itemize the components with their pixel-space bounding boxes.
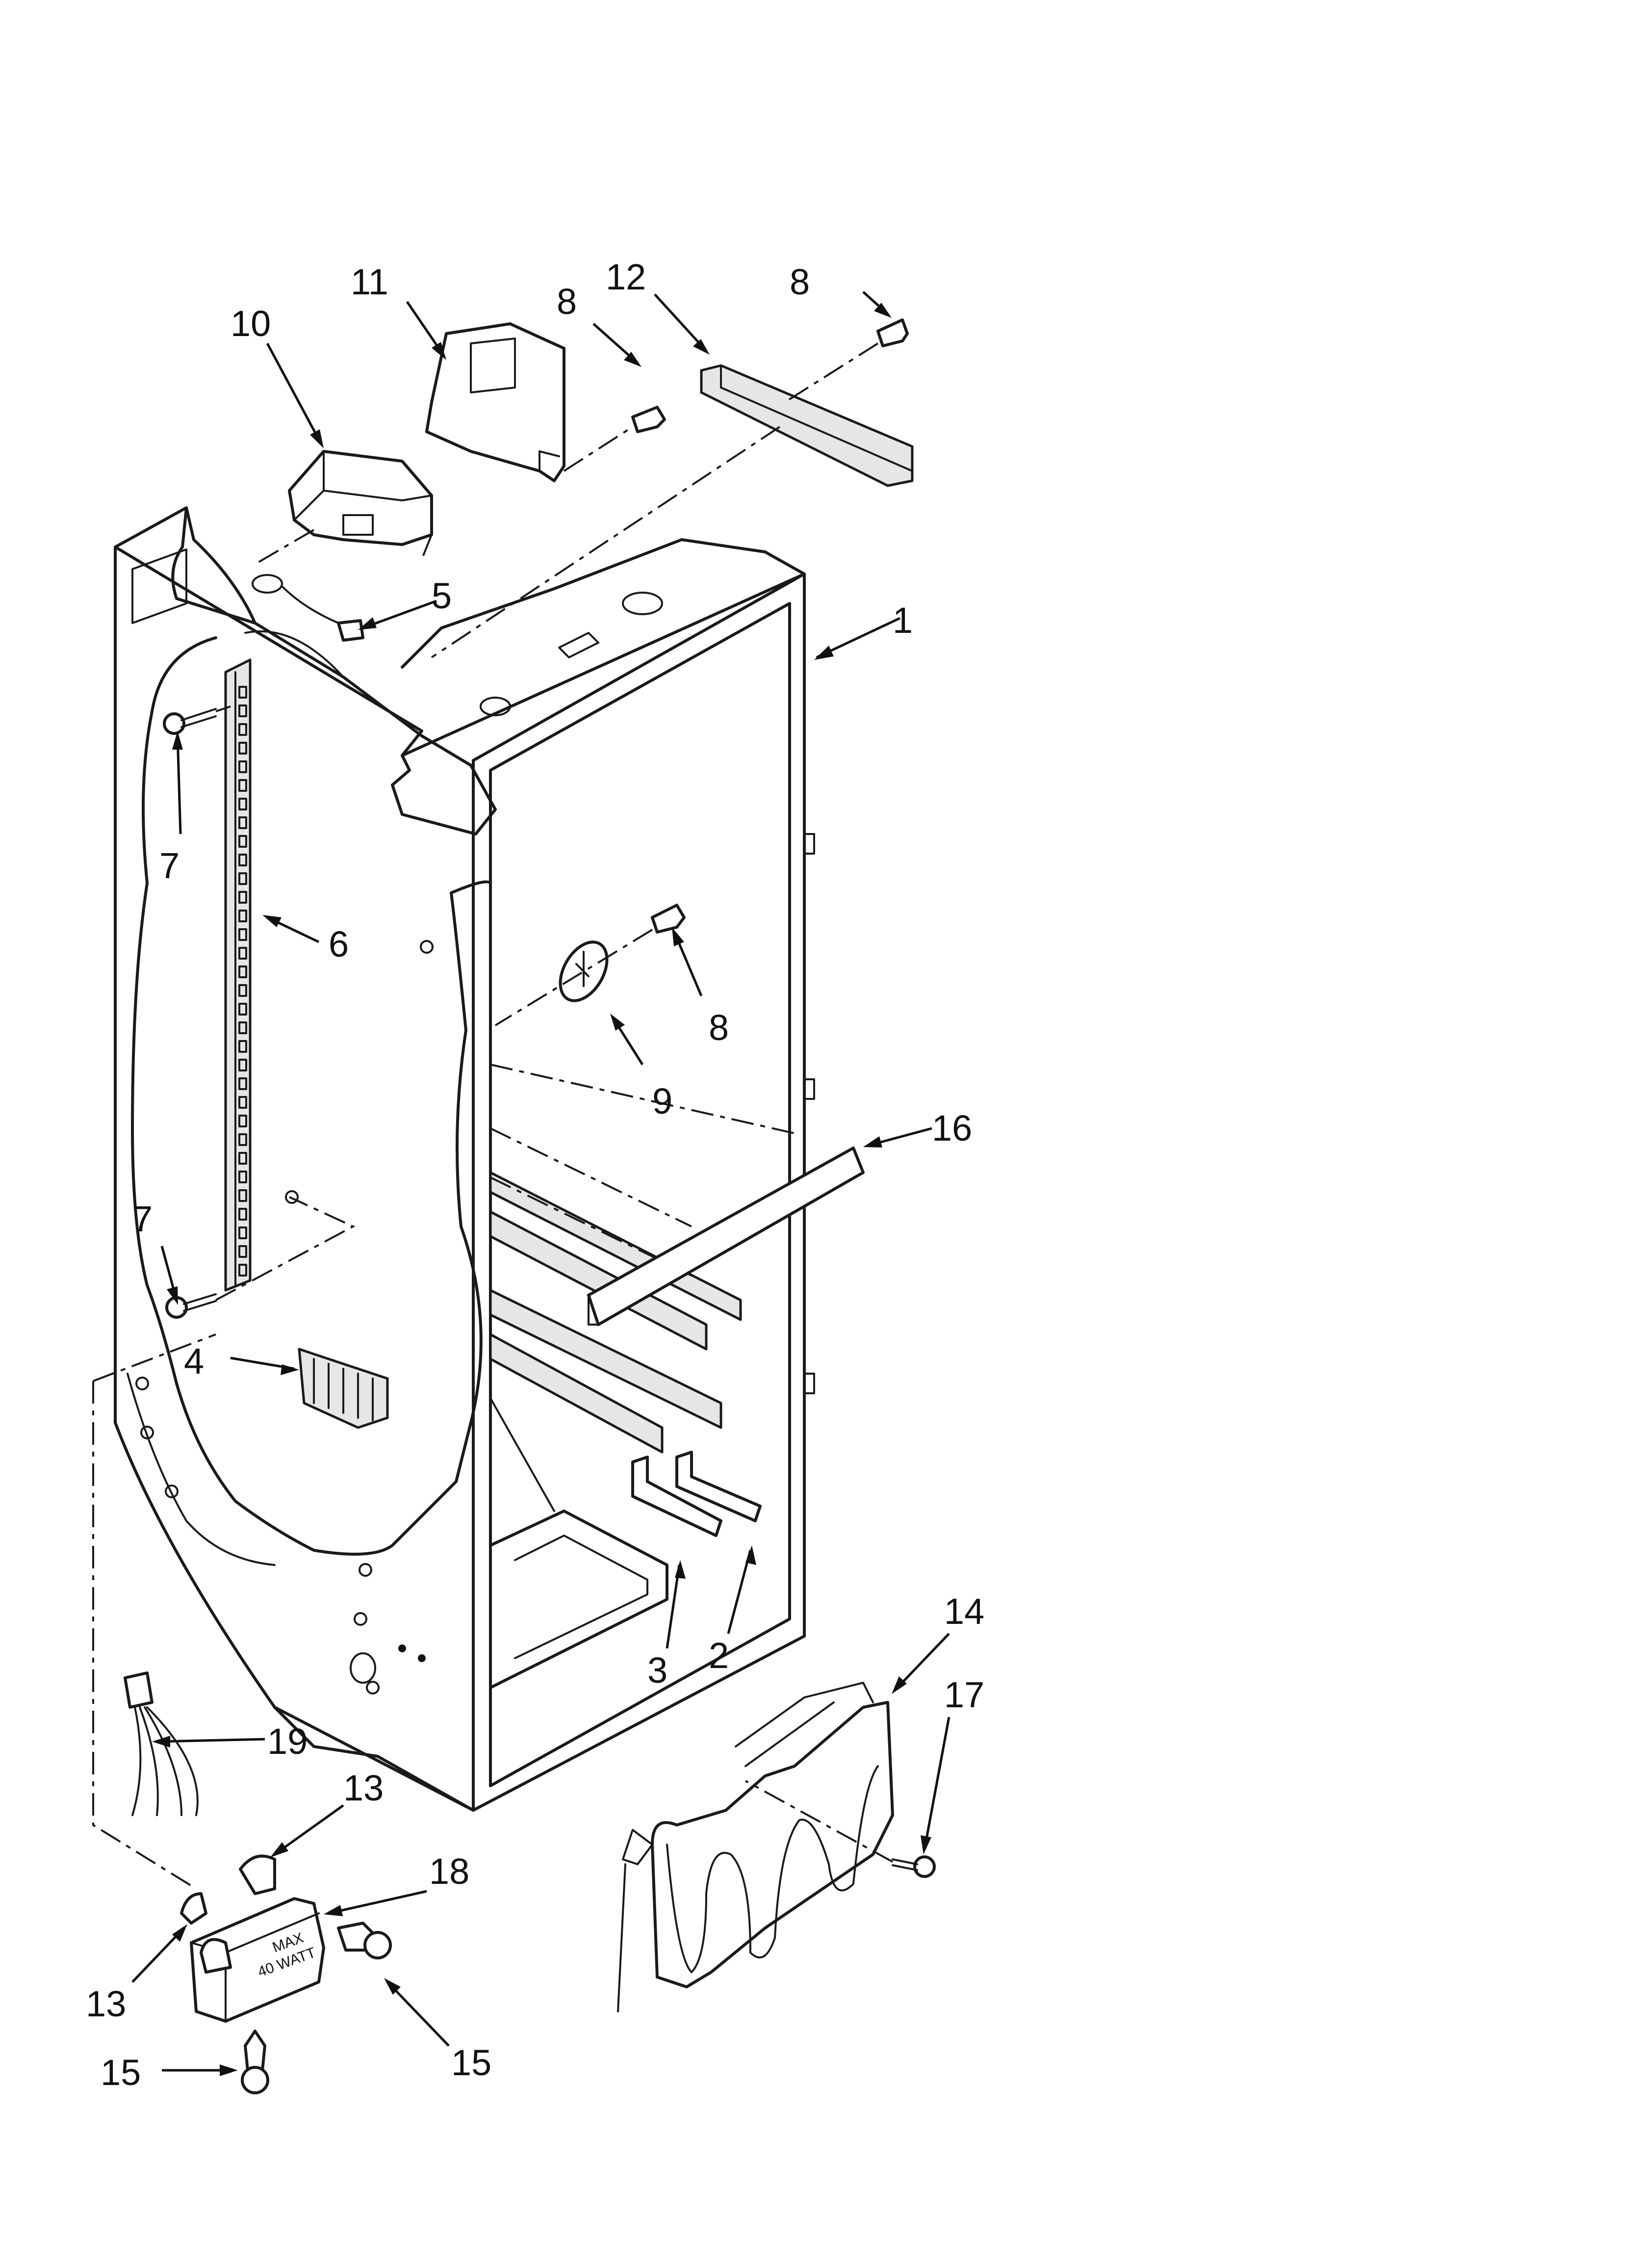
rail-slot	[238, 1189, 247, 1202]
callout-6: 6	[329, 924, 349, 965]
callout-16: 16	[932, 1108, 972, 1148]
callout-14: 14	[944, 1591, 984, 1632]
callout-4: 4	[184, 1341, 204, 1382]
rail-slot	[238, 947, 247, 960]
rail-slot	[238, 779, 247, 792]
callout-11: 11	[351, 261, 388, 302]
bulb-right-15	[337, 1922, 392, 1959]
rail-slot	[238, 723, 247, 736]
callout-15-left: 15	[101, 2052, 141, 2093]
slide-2	[675, 1451, 762, 1522]
rail-slot	[238, 1264, 247, 1277]
rail-slot	[238, 891, 247, 904]
callout-13-lower: 13	[86, 1983, 126, 2024]
rail-slot	[238, 1208, 247, 1221]
rail-slot	[238, 1245, 247, 1258]
clip-upper-13	[239, 1854, 276, 1895]
air-vent-4	[298, 1348, 389, 1429]
trim-strip-12	[700, 364, 914, 487]
callout-8-middle: 8	[709, 1007, 729, 1048]
slide-3	[631, 1456, 722, 1537]
rail-slot	[238, 686, 247, 699]
evaporator-coil-14	[617, 1682, 894, 2012]
rail-slot	[238, 1021, 247, 1034]
rail-slot	[238, 1133, 247, 1146]
rail-slot	[238, 965, 247, 978]
rail-slot	[238, 928, 247, 941]
wire-harness-5	[252, 574, 364, 642]
screw-upper-7	[163, 708, 217, 735]
screw-17	[892, 1855, 936, 1878]
control-knob-9	[559, 940, 609, 1002]
shelf-ladder-rail	[224, 658, 252, 1292]
bulb-lower-15	[241, 2030, 269, 2094]
rail-slot	[238, 835, 247, 848]
callout-10: 10	[231, 303, 271, 344]
control-bracket-11	[425, 322, 565, 482]
leader-lines	[131, 291, 950, 2076]
screw-top-right-8	[876, 318, 909, 347]
callout-7-lower: 7	[132, 1199, 153, 1239]
lamp-socket-18: MAX 40 WATT	[190, 1897, 325, 2023]
callout-15-right: 15	[451, 2042, 491, 2083]
control-housing-10	[288, 450, 433, 546]
callout-18: 18	[429, 1851, 469, 1892]
rail-slot	[238, 854, 247, 866]
rail-slot	[238, 798, 247, 810]
rail-slot	[238, 1115, 247, 1127]
rail-slot	[238, 1226, 247, 1239]
callout-2: 2	[709, 1635, 729, 1676]
callout-8-top-left: 8	[557, 281, 577, 322]
callout-17: 17	[944, 1674, 984, 1715]
rail-slot	[238, 872, 247, 885]
crossbar-16	[587, 1147, 865, 1326]
wire-connector-19	[124, 1671, 199, 1816]
callout-8-top-right: 8	[790, 261, 810, 302]
callout-3: 3	[647, 1650, 667, 1691]
callout-19: 19	[267, 1721, 308, 1762]
rail-slot	[238, 1171, 247, 1183]
rail-slot	[238, 1040, 247, 1053]
rail-slot	[238, 1059, 247, 1071]
rail-slot	[238, 816, 247, 829]
callout-5: 5	[432, 575, 452, 616]
rail-slot	[238, 742, 247, 755]
screw-knob-8	[651, 904, 686, 934]
callout-1: 1	[893, 600, 913, 641]
rail-slot	[238, 910, 247, 922]
callout-7-upper: 7	[159, 845, 180, 886]
callout-13-upper: 13	[343, 1768, 384, 1808]
clip-lower-13	[180, 1892, 207, 1925]
cabinet-liner	[114, 506, 815, 1812]
screw-top-left-8	[631, 406, 666, 433]
rail-slot	[238, 984, 247, 997]
callout-9: 9	[652, 1081, 672, 1121]
rail-slot	[238, 760, 247, 773]
rail-slot	[238, 704, 247, 717]
rail-slot	[238, 1152, 247, 1165]
rail-slot	[238, 1077, 247, 1090]
rail-slot	[238, 1096, 247, 1109]
rail-slot	[238, 1003, 247, 1016]
callout-12: 12	[606, 257, 646, 297]
